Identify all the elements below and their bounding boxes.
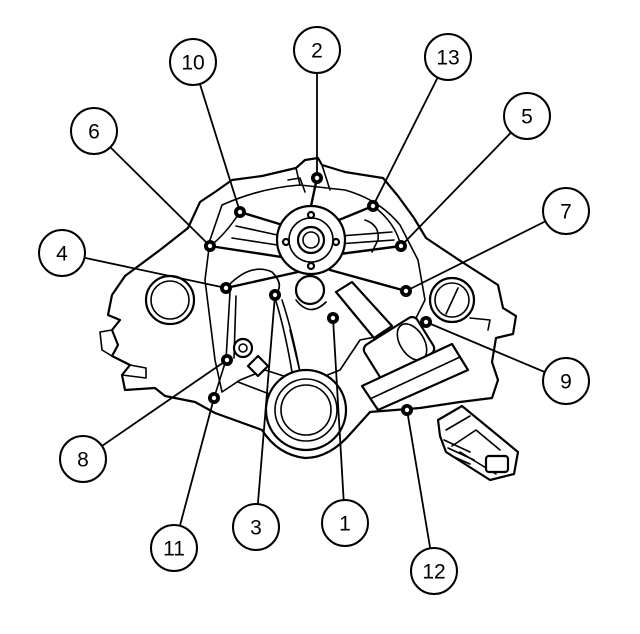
callout-1: 1 — [321, 312, 369, 547]
callout-label: 2 — [311, 40, 323, 63]
callout-label: 6 — [88, 121, 100, 144]
callout-10: 10 — [169, 38, 246, 218]
callout-3: 3 — [232, 289, 281, 551]
callout-label: 10 — [181, 52, 204, 75]
top-tab — [287, 164, 331, 193]
callout-13: 13 — [367, 33, 472, 212]
callout-label: 9 — [560, 371, 572, 394]
callout-label: 12 — [422, 561, 445, 584]
crankshaft-seal — [264, 368, 348, 452]
callout-label: 8 — [77, 449, 89, 472]
idler-boss — [294, 274, 327, 311]
callout-label: 1 — [339, 513, 351, 536]
callout-5: 5 — [395, 92, 551, 252]
cover-inner-outline — [204, 184, 426, 393]
callout-4: 4 — [38, 229, 232, 294]
callout-12: 12 — [401, 404, 458, 595]
callout-8: 8 — [59, 354, 233, 483]
callout-6: 6 — [70, 107, 216, 252]
sensor-fitting — [232, 337, 270, 378]
cam-sensor-assembly — [334, 280, 470, 412]
callout-11: 11 — [150, 392, 220, 572]
engine-front-cover — [99, 156, 520, 482]
callout-label: 3 — [250, 517, 262, 540]
right-boss — [428, 276, 491, 331]
callout-label: 4 — [56, 243, 68, 266]
left-flange-detail — [99, 329, 147, 379]
callout-9: 9 — [420, 316, 590, 405]
callout-label: 5 — [521, 106, 533, 129]
callout-label: 11 — [163, 538, 185, 561]
sensor-bracket — [436, 404, 520, 482]
callout-label: 13 — [436, 47, 459, 70]
water-pump-hub — [275, 204, 347, 276]
callout-label: 7 — [560, 201, 572, 224]
callout-7: 7 — [400, 187, 590, 297]
left-boss — [144, 274, 196, 326]
callout-2: 2 — [293, 26, 341, 184]
